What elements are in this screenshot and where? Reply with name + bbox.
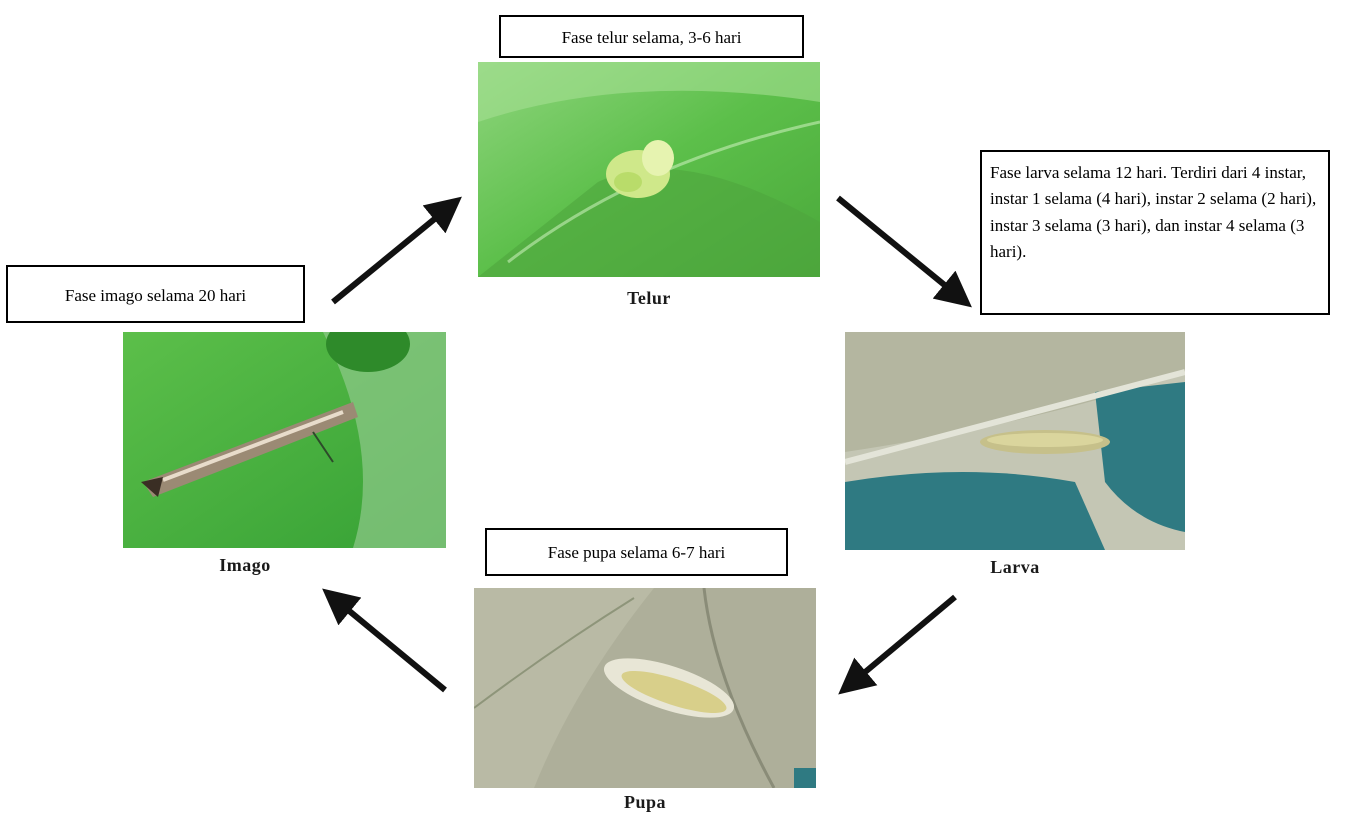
- pupa-photo: [474, 588, 816, 788]
- larva-photo: [845, 332, 1185, 550]
- egg-photo: [478, 62, 820, 277]
- larva-caption-box: Fase larva selama 12 hari. Terdiri dari …: [980, 150, 1330, 315]
- arrow-pupa-to-imago: [336, 600, 445, 690]
- pupa-caption: Fase pupa selama 6-7 hari: [548, 543, 726, 562]
- arrow-egg-to-larva: [838, 198, 958, 296]
- larva-label: Larva: [940, 557, 1090, 578]
- arrow-larva-to-pupa: [852, 597, 955, 683]
- egg-caption: Fase telur selama, 3-6 hari: [562, 28, 742, 47]
- imago-label: Imago: [170, 555, 320, 576]
- pupa-label: Pupa: [570, 792, 720, 813]
- arrow-imago-to-egg: [333, 208, 448, 302]
- egg-label: Telur: [578, 288, 720, 309]
- imago-caption-box: Fase imago selama 20 hari: [6, 265, 305, 323]
- egg-caption-box: Fase telur selama, 3-6 hari: [499, 15, 804, 58]
- pupa-caption-box: Fase pupa selama 6-7 hari: [485, 528, 788, 576]
- larva-caption: Fase larva selama 12 hari. Terdiri dari …: [990, 163, 1316, 261]
- imago-caption: Fase imago selama 20 hari: [65, 286, 246, 305]
- imago-photo: [123, 332, 446, 548]
